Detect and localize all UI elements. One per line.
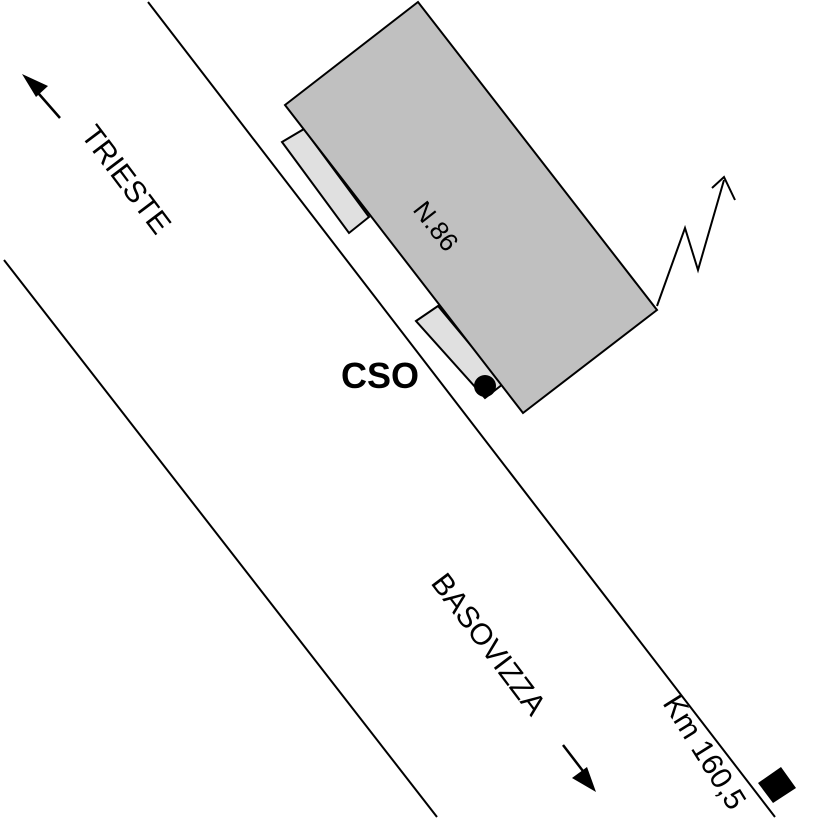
road-edge-east [147,1,776,818]
direction-label-basovizza: BASOVIZZA [424,567,552,721]
arrow-up-left-icon [22,74,61,119]
road-edge-west [3,259,438,818]
zigzag-north-arrow-icon [656,175,736,307]
building-annex-north [280,127,371,235]
station-dot-icon [474,375,496,397]
arrow-down-right-icon [562,744,596,792]
kilometer-label: Km 160,5 [656,689,752,815]
building-n86 [283,0,659,415]
station-code-label: CSO [341,355,419,396]
km-post-icon [758,767,796,803]
direction-label-trieste: TRIESTE [74,119,177,240]
